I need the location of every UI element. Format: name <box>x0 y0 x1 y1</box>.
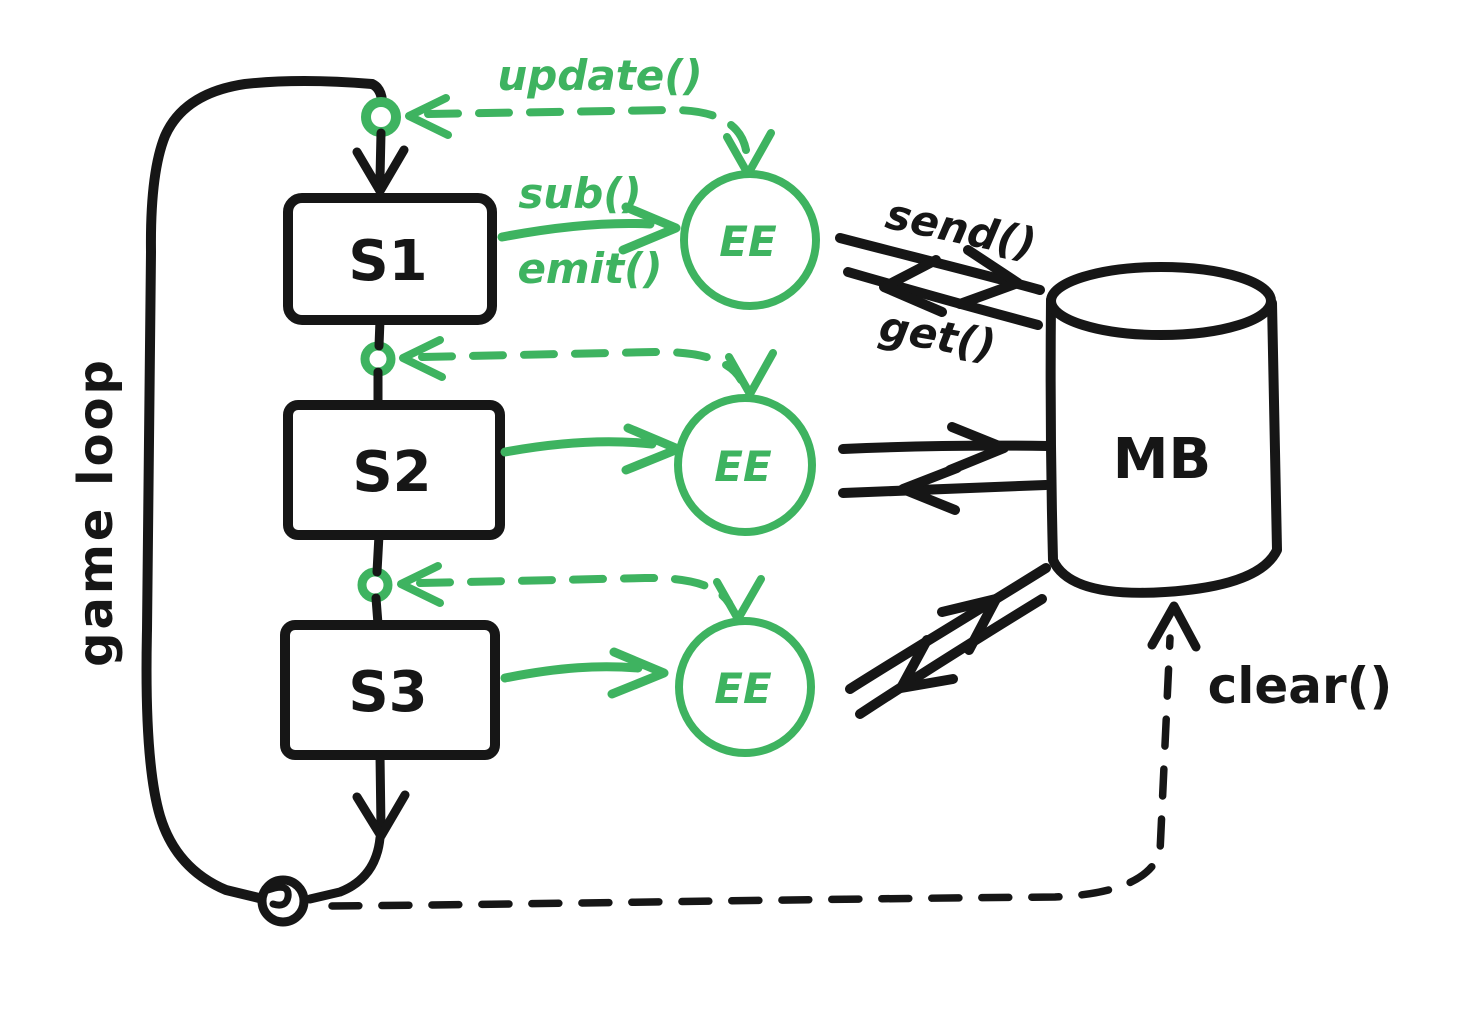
system-s3-label: S3 <box>348 660 427 725</box>
mb-label: MB <box>1113 427 1211 492</box>
game-loop-label: game loop <box>68 357 124 667</box>
connector-s3-bottom <box>375 750 386 833</box>
update-arrowhead-into-ee2 <box>725 349 777 398</box>
emitter-ee2: EE <box>674 394 816 536</box>
s2-ee2-line <box>500 437 657 457</box>
system-s1: S1 <box>283 193 497 325</box>
s1-ee1-line <box>497 219 655 242</box>
connector-s2-node3 <box>372 530 384 577</box>
system-s1-label: S1 <box>348 229 427 294</box>
edge-s3-ee3 <box>500 647 669 699</box>
mb-top-ellipse <box>1046 262 1276 340</box>
update-dash-2 <box>418 347 745 384</box>
connector-into-loop-node <box>305 833 385 904</box>
system-s2: S2 <box>283 400 505 540</box>
connector-node3-s3 <box>371 593 383 629</box>
edge-s1-ee1: sub() emit() <box>497 169 681 293</box>
message-bus: MB <box>1045 262 1282 598</box>
get-arrowhead-2 <box>898 463 962 515</box>
system-s3-box <box>280 620 500 760</box>
system-s2-label: S2 <box>352 440 431 505</box>
send-arrowhead-2 <box>945 422 1009 475</box>
s3-ee3-line <box>500 662 643 683</box>
get-line-2 <box>838 480 1051 498</box>
update-dash-1 <box>424 106 750 154</box>
get-line-1 <box>843 267 1043 330</box>
clear-dash-path <box>328 634 1174 910</box>
s3-ee3-arrowhead <box>607 647 669 699</box>
s2-ee2-arrowhead <box>621 423 683 475</box>
emitter-ee1: EE <box>680 170 820 310</box>
system-s3: S3 <box>280 620 500 760</box>
loop-restart-curl <box>264 883 292 909</box>
update-arrowhead-into-ee1 <box>723 129 775 178</box>
get-arrowhead-1 <box>879 255 947 317</box>
emitter-ee1-label: EE <box>719 217 777 266</box>
edge-ee1-mb: send() get() <box>835 189 1045 370</box>
update-arrowhead-into-ee3 <box>713 575 765 623</box>
clear-arrowhead <box>1147 601 1201 652</box>
update-arrowhead-left-2 <box>399 336 446 381</box>
send-arrowhead-1 <box>955 245 1023 309</box>
send-line-2 <box>838 440 1053 454</box>
hook-node-1 <box>361 97 401 137</box>
loop-left-curve <box>141 76 377 903</box>
emitter-ee3-circle <box>675 617 815 757</box>
spine-connectors <box>305 128 410 904</box>
loop-restart-node <box>257 875 309 927</box>
update-call-label: update() <box>497 51 702 100</box>
emitter-ee3-label: EE <box>714 664 772 713</box>
system-s1-box <box>283 193 497 325</box>
send-line-3 <box>845 563 1051 694</box>
get-line-3 <box>855 594 1047 719</box>
edge-clear: clear() <box>328 601 1393 910</box>
update-arrowhead-left-3 <box>397 562 444 607</box>
edge-update-ee3 <box>397 562 765 623</box>
sub-call-label: sub() <box>518 169 641 218</box>
clear-call-label: clear() <box>1208 657 1393 715</box>
update-arrowhead-left-1 <box>405 94 452 139</box>
edge-ee3-mb <box>845 563 1051 719</box>
arrowhead-into-s1 <box>352 145 409 196</box>
edge-update-ee2 <box>399 336 777 398</box>
mb-body <box>1045 295 1282 598</box>
update-dash-3 <box>416 573 733 607</box>
edge-ee2-mb <box>838 422 1053 515</box>
emitter-ee2-label: EE <box>714 442 772 491</box>
connector-node1-s1 <box>375 128 386 183</box>
emitter-ee3: EE <box>675 617 815 757</box>
get-arrowhead-3 <box>896 635 958 693</box>
edge-update-ee1: update() <box>405 51 775 178</box>
emit-call-label: emit() <box>517 244 662 293</box>
edge-s2-ee2 <box>500 423 683 475</box>
game-loop-outline: game loop <box>68 76 387 903</box>
emitter-ee2-circle <box>674 394 816 536</box>
s1-ee1-arrowhead <box>618 202 681 255</box>
system-s2-box <box>283 400 505 540</box>
